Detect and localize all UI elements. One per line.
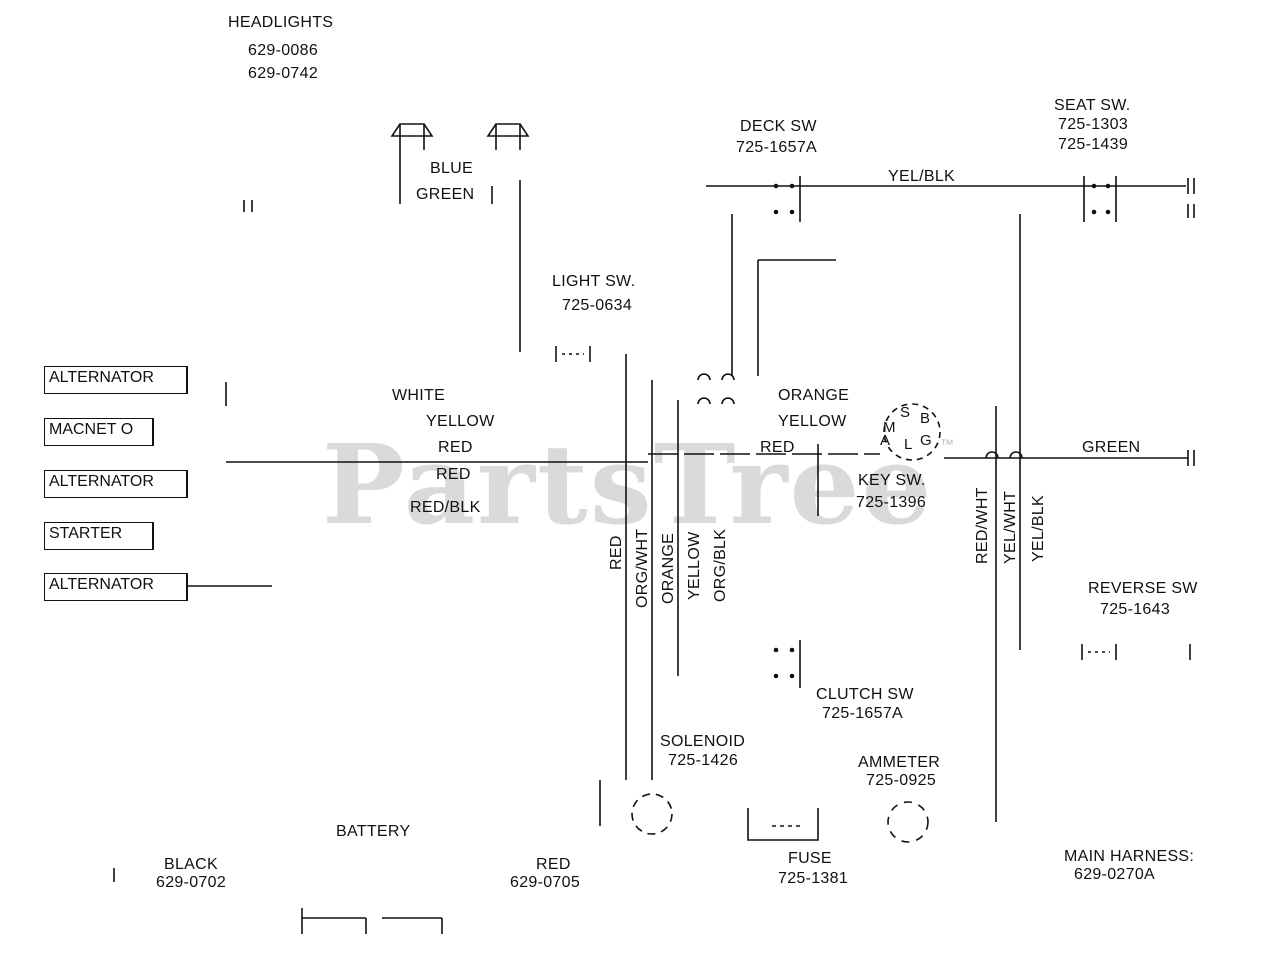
deck-sw-part: 725-1657A xyxy=(736,139,817,156)
connector-box-alternator-3: ALTERNATOR xyxy=(44,573,188,601)
solenoid-label: SOLENOID xyxy=(660,733,746,750)
vertical-label-yel-wht: YEL/WHT xyxy=(1002,490,1019,564)
key-sw-label: KEY SW. xyxy=(858,472,926,489)
vertical-label-org-blk: ORG/BLK xyxy=(712,528,729,602)
vertical-label-orange: ORANGE xyxy=(660,532,677,604)
seat-sw-part-1: 725-1303 xyxy=(1058,116,1129,133)
wire-label-yellow-right: YELLOW xyxy=(778,413,847,430)
black-cable-part: 629-0702 xyxy=(156,874,227,891)
key-sw-terminal-a: A xyxy=(880,432,891,449)
wire-label-green-headlight: GREEN xyxy=(416,186,475,203)
deck-sw-label: DECK SW xyxy=(740,118,817,135)
connector-box-alternator-2: ALTERNATOR xyxy=(44,470,188,498)
vertical-label-yellow: YELLOW xyxy=(686,531,703,601)
clutch-sw-label: CLUTCH SW xyxy=(816,686,914,703)
reverse-sw-part: 725-1643 xyxy=(1100,601,1171,618)
vertical-label-org-wht: ORG/WHT xyxy=(634,528,651,608)
wire-label-yellow-left: YELLOW xyxy=(426,413,495,430)
key-sw-terminal-l: L xyxy=(904,436,913,453)
connector-box-magneto: MACNET O xyxy=(44,418,154,446)
solenoid-part: 725-1426 xyxy=(668,752,739,769)
wire-label-red-2: RED xyxy=(436,466,471,483)
ammeter-label: AMMETER xyxy=(858,754,941,771)
wire-label-red-1: RED xyxy=(438,439,473,456)
clutch-sw-part: 725-1657A xyxy=(822,705,903,722)
red-cable-label: RED xyxy=(536,856,571,873)
wire-label-red-center: RED xyxy=(760,439,795,456)
wire-label-green-right: GREEN xyxy=(1082,439,1141,456)
wire-label-yel-blk-top: YEL/BLK xyxy=(888,168,956,185)
vertical-label-yel-blk: YEL/BLK xyxy=(1030,494,1047,562)
key-sw-terminal-g: G xyxy=(920,432,932,449)
wire-label-blue: BLUE xyxy=(430,160,473,177)
fuse-label: FUSE xyxy=(788,850,832,867)
light-sw-label: LIGHT SW. xyxy=(552,273,636,290)
black-cable-label: BLACK xyxy=(164,856,218,873)
watermark-trademark: ™ xyxy=(940,436,954,452)
connector-box-alternator-1: ALTERNATOR xyxy=(44,366,188,394)
battery-label: BATTERY xyxy=(336,823,411,840)
key-sw-terminal-s: S xyxy=(900,404,911,421)
red-cable-part: 629-0705 xyxy=(510,874,581,891)
vertical-label-red-wht: RED/WHT xyxy=(974,487,991,564)
main-harness-part: 629-0270A xyxy=(1074,866,1155,883)
vertical-label-red: RED xyxy=(608,535,625,570)
key-sw-terminal-m: M xyxy=(883,419,896,436)
wire-label-white: WHITE xyxy=(392,387,446,404)
main-harness-label: MAIN HARNESS: xyxy=(1064,848,1195,865)
ammeter-part: 725-0925 xyxy=(866,772,937,789)
headlights-label: HEADLIGHTS xyxy=(228,14,334,31)
wire-label-orange-right: ORANGE xyxy=(778,387,850,404)
wire-label-red-blk: RED/BLK xyxy=(410,499,481,516)
seat-sw-part-2: 725-1439 xyxy=(1058,136,1129,153)
light-sw-part: 725-0634 xyxy=(562,297,633,314)
key-sw-part: 725-1396 xyxy=(856,494,927,511)
key-sw-terminal-b: B xyxy=(920,410,931,427)
connector-box-starter: STARTER xyxy=(44,522,154,550)
headlights-part-1: 629-0086 xyxy=(248,42,319,59)
reverse-sw-label: REVERSE SW xyxy=(1088,580,1198,597)
seat-sw-label: SEAT SW. xyxy=(1054,97,1131,114)
fuse-part: 725-1381 xyxy=(778,870,849,887)
headlights-part-2: 629-0742 xyxy=(248,65,319,82)
